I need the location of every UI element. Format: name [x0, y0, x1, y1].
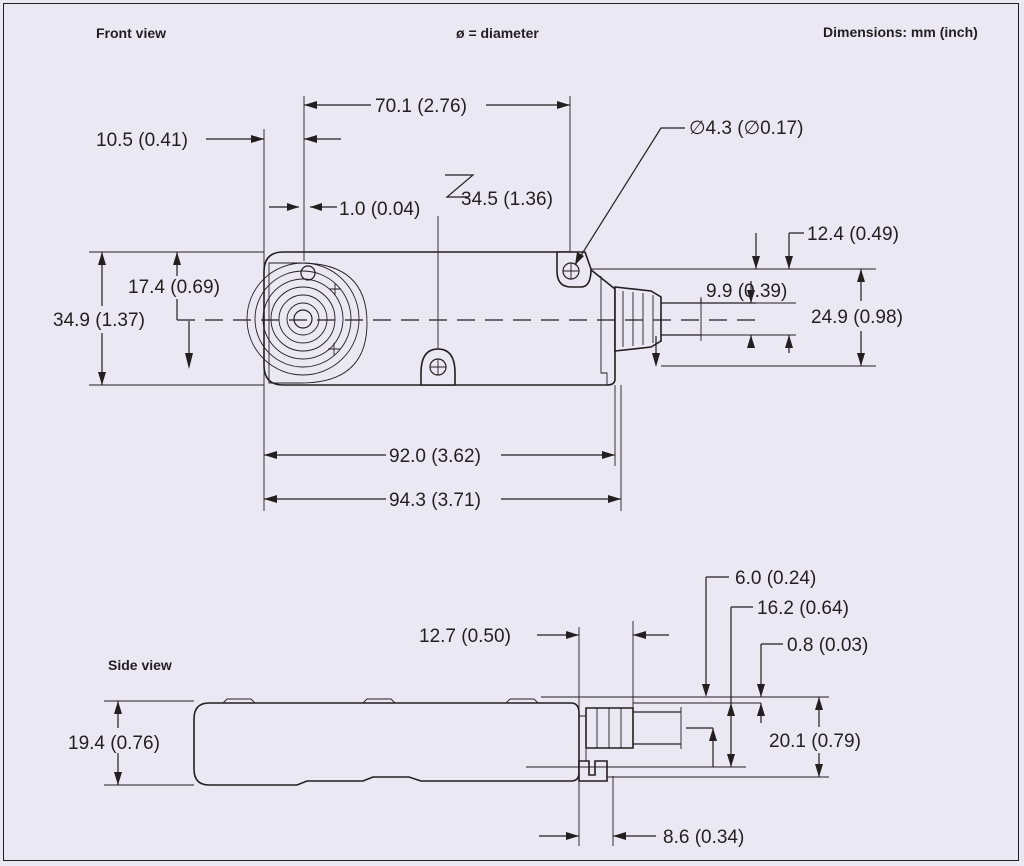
svg-text:94.3 (3.71): 94.3 (3.71) — [389, 490, 481, 511]
dim-19-4: 19.4 (0.76) — [68, 701, 160, 785]
dim-9-9: 9.9 (0.39) — [700, 281, 787, 348]
drawing-sheet: Front view ø = diameter Dimensions: mm (… — [3, 3, 1019, 861]
dim-34-9: 34.9 (1.37) — [53, 252, 145, 385]
dim-94-3: 94.3 (3.71) — [264, 490, 621, 511]
front-view-outline — [263, 251, 616, 386]
svg-text:34.9 (1.37): 34.9 (1.37) — [53, 310, 145, 331]
dim-12-4: 12.4 (0.49) — [752, 224, 899, 269]
side-view-outline — [193, 698, 682, 786]
front-view-title: Front view — [96, 25, 166, 41]
svg-text:1.0 (0.04): 1.0 (0.04) — [339, 199, 420, 220]
dim-hole-diameter: ∅4.3 (∅0.17) — [574, 118, 803, 266]
svg-text:16.2 (0.64): 16.2 (0.64) — [757, 598, 849, 619]
side-view-title: Side view — [108, 657, 172, 673]
dim-8-6: 8.6 (0.34) — [539, 827, 744, 848]
svg-text:70.1 (2.76): 70.1 (2.76) — [375, 96, 467, 117]
dim-34-5: 34.5 (1.36) — [445, 174, 553, 210]
dim-0-8: 0.8 (0.03) — [757, 635, 868, 723]
side-cable-arrows — [686, 727, 717, 767]
mounting-hole-top — [562, 262, 580, 280]
side-extension-lines — [104, 621, 829, 846]
dim-12-7: 12.7 (0.50) — [419, 626, 669, 647]
dim-10-5: 10.5 (0.41) — [96, 130, 341, 151]
dim-92-0: 92.0 (3.62) — [264, 446, 615, 467]
svg-text:∅4.3 (∅0.17): ∅4.3 (∅0.17) — [689, 118, 803, 139]
mounting-hole-bottom — [429, 358, 447, 376]
svg-text:24.9 (0.98): 24.9 (0.98) — [811, 307, 903, 328]
svg-text:0.8 (0.03): 0.8 (0.03) — [787, 635, 868, 656]
svg-text:10.5 (0.41): 10.5 (0.41) — [96, 130, 188, 151]
dim-6-0: 6.0 (0.24) — [702, 568, 816, 697]
diameter-note: ø = diameter — [456, 25, 539, 41]
svg-text:8.6 (0.34): 8.6 (0.34) — [663, 827, 744, 848]
technical-drawing: Front view ø = diameter Dimensions: mm (… — [53, 24, 978, 848]
sensor-lens — [246, 262, 368, 384]
dim-24-9: 24.9 (0.98) — [785, 269, 903, 366]
svg-text:6.0 (0.24): 6.0 (0.24) — [735, 568, 816, 589]
svg-text:92.0 (3.62): 92.0 (3.62) — [389, 446, 481, 467]
svg-text:34.5 (1.36): 34.5 (1.36) — [461, 189, 553, 210]
svg-text:17.4 (0.69): 17.4 (0.69) — [128, 277, 220, 298]
cable-connector-front — [614, 286, 702, 352]
connector-arrows — [652, 336, 660, 367]
svg-text:12.7 (0.50): 12.7 (0.50) — [419, 626, 511, 647]
dim-16-2: 16.2 (0.64) — [727, 598, 849, 767]
dim-20-1: 20.1 (0.79) — [769, 697, 861, 777]
svg-text:19.4 (0.76): 19.4 (0.76) — [68, 733, 160, 754]
svg-text:12.4 (0.49): 12.4 (0.49) — [807, 224, 899, 245]
dim-1-0: 1.0 (0.04) — [269, 199, 420, 220]
dim-17-4: 17.4 (0.69) — [128, 252, 220, 369]
dim-70-1: 70.1 (2.76) — [304, 96, 570, 117]
units-note: Dimensions: mm (inch) — [823, 24, 978, 40]
svg-text:20.1 (0.79): 20.1 (0.79) — [769, 731, 861, 752]
svg-text:9.9 (0.39): 9.9 (0.39) — [706, 281, 787, 302]
